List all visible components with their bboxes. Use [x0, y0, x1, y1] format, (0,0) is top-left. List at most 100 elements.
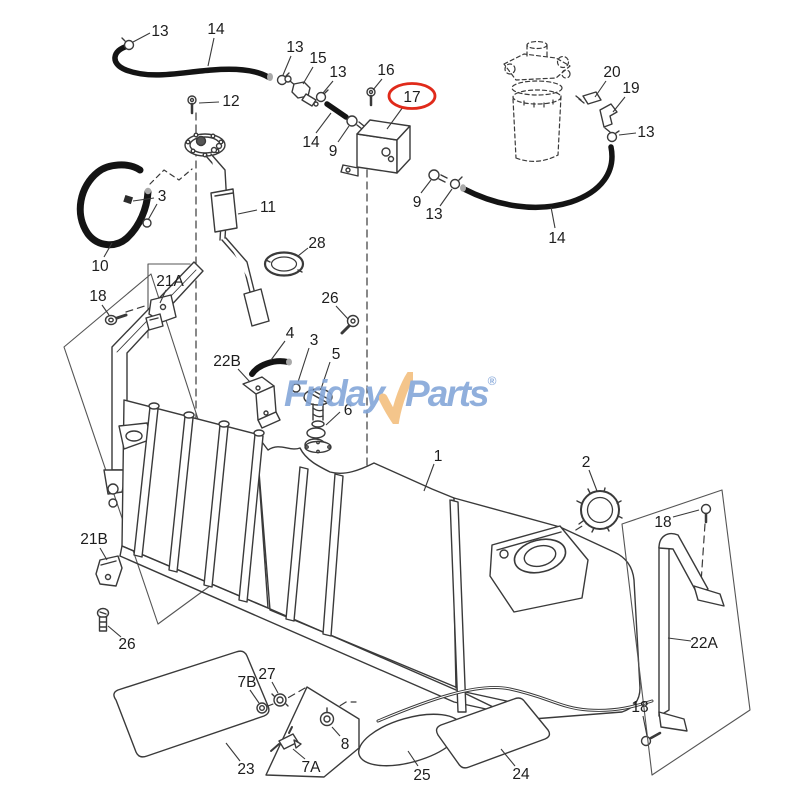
clamp-13-e: [606, 130, 620, 143]
leader-line-18-a: [101, 304, 110, 316]
leader-line-25: [407, 750, 419, 767]
bolt-18-bottom-right: [640, 731, 662, 747]
callout-15: 15: [309, 50, 326, 67]
leader-line-13-d: [618, 132, 637, 136]
callout-18-a: 18: [89, 288, 106, 305]
leader-line-23: [225, 742, 241, 762]
callout-9-a: 9: [329, 143, 338, 160]
callout-2: 2: [582, 454, 591, 471]
callout-21A: 21A: [156, 273, 184, 290]
leader-line-12: [198, 101, 220, 104]
leader-line-24: [500, 748, 516, 767]
leader-line-16: [372, 78, 383, 91]
fuel-tank-1: [118, 399, 641, 721]
elbow-fitting-19: [599, 103, 618, 133]
leader-line-7A: [292, 748, 306, 760]
callout-22A: 22A: [690, 635, 718, 652]
sensor-15: [284, 75, 319, 107]
clamp-3-c: [291, 383, 301, 393]
cap-ring-2: [576, 487, 623, 533]
fitting-9-b: [428, 169, 448, 183]
leader-line-18-b: [672, 509, 700, 518]
hose-4: [249, 358, 291, 377]
fuel-pump-17: [340, 119, 411, 177]
callout-26-a: 26: [321, 290, 338, 307]
hose-end-caps: [144, 73, 466, 366]
callout-20: 20: [603, 64, 621, 81]
leader-line-8: [331, 726, 341, 737]
leader-line-21A: [159, 289, 167, 304]
bolt-16: [366, 87, 376, 107]
leader-line-14-c: [550, 206, 556, 229]
leader-line-26-a: [335, 305, 349, 320]
leader-line-21B: [99, 547, 108, 561]
bolt-18-top-right: [700, 503, 712, 524]
hose-14-short: [324, 101, 349, 120]
grommet-8: [319, 707, 335, 727]
callout-8: 8: [341, 736, 350, 753]
clamp-3-b: [142, 218, 152, 228]
callout-17: 17: [403, 89, 420, 106]
drain-inset-plate: [265, 686, 360, 778]
hose-14-left: [112, 43, 271, 80]
pad-24: [435, 697, 551, 769]
leader-line-28: [297, 247, 309, 257]
callout-14-a: 14: [207, 21, 225, 38]
fuel-line-bottom: [376, 685, 654, 723]
fuel-sender-11: [184, 132, 270, 327]
callout-14-b: 14: [302, 134, 320, 151]
callout-22B: 22B: [213, 353, 241, 370]
callout-13-e: 13: [425, 206, 442, 223]
leader-line-10: [103, 242, 113, 258]
leader-line-13-b: [282, 55, 292, 76]
leader-line-27: [271, 681, 279, 694]
drain-valve-7A: [270, 726, 302, 752]
hose-clamps: [121, 37, 620, 393]
callout-5: 5: [332, 346, 341, 363]
bolt-26-upper: [340, 314, 360, 335]
leader-line-20: [594, 80, 607, 98]
clamp-13-a: [121, 37, 135, 51]
callout-9-b: 9: [413, 194, 422, 211]
callout-13-a: 13: [151, 23, 168, 40]
fill-valve-5: [303, 388, 333, 428]
tank-straps: [133, 402, 467, 713]
callout-1: 1: [434, 448, 443, 465]
right-strap-panel: [621, 489, 751, 776]
leader-line-4: [270, 340, 286, 361]
strap-22A: [658, 532, 725, 732]
pad-23: [113, 650, 270, 758]
leader-line-13-e: [439, 188, 453, 207]
bracket-21A: [145, 294, 177, 331]
plug-27: [271, 693, 289, 707]
leader-line-3-a: [132, 197, 155, 202]
callout-3-a: 3: [158, 188, 167, 205]
highlight-circle-17: [387, 82, 437, 110]
leader-line-3-a: [147, 203, 158, 221]
bolt-18-left: [104, 313, 128, 326]
leader-line-6: [325, 411, 341, 426]
callout-16: 16: [377, 62, 394, 79]
callout-21B: 21B: [80, 531, 108, 548]
leader-line-9-b: [420, 179, 432, 194]
clamp-13-c: [315, 89, 329, 103]
callout-28: 28: [308, 235, 325, 252]
leader-line-22B: [237, 368, 251, 383]
callout-23: 23: [237, 761, 254, 778]
leader-line-1: [423, 463, 435, 492]
callout-7A: 7A: [302, 759, 322, 776]
leader-line-15: [302, 66, 314, 85]
gasket-28: [263, 251, 305, 277]
callout-18-c: 18: [631, 699, 648, 716]
leader-line-18-c: [642, 715, 648, 737]
leader-line-13-c: [322, 80, 334, 94]
fuel-filter-reference: [503, 40, 571, 162]
callout-25: 25: [413, 767, 430, 784]
leader-line-19: [612, 96, 626, 113]
callout-4: 4: [286, 325, 295, 342]
hose-14-right: [461, 144, 615, 210]
callout-6: 6: [344, 402, 353, 419]
leader-line-9-a: [337, 125, 350, 143]
